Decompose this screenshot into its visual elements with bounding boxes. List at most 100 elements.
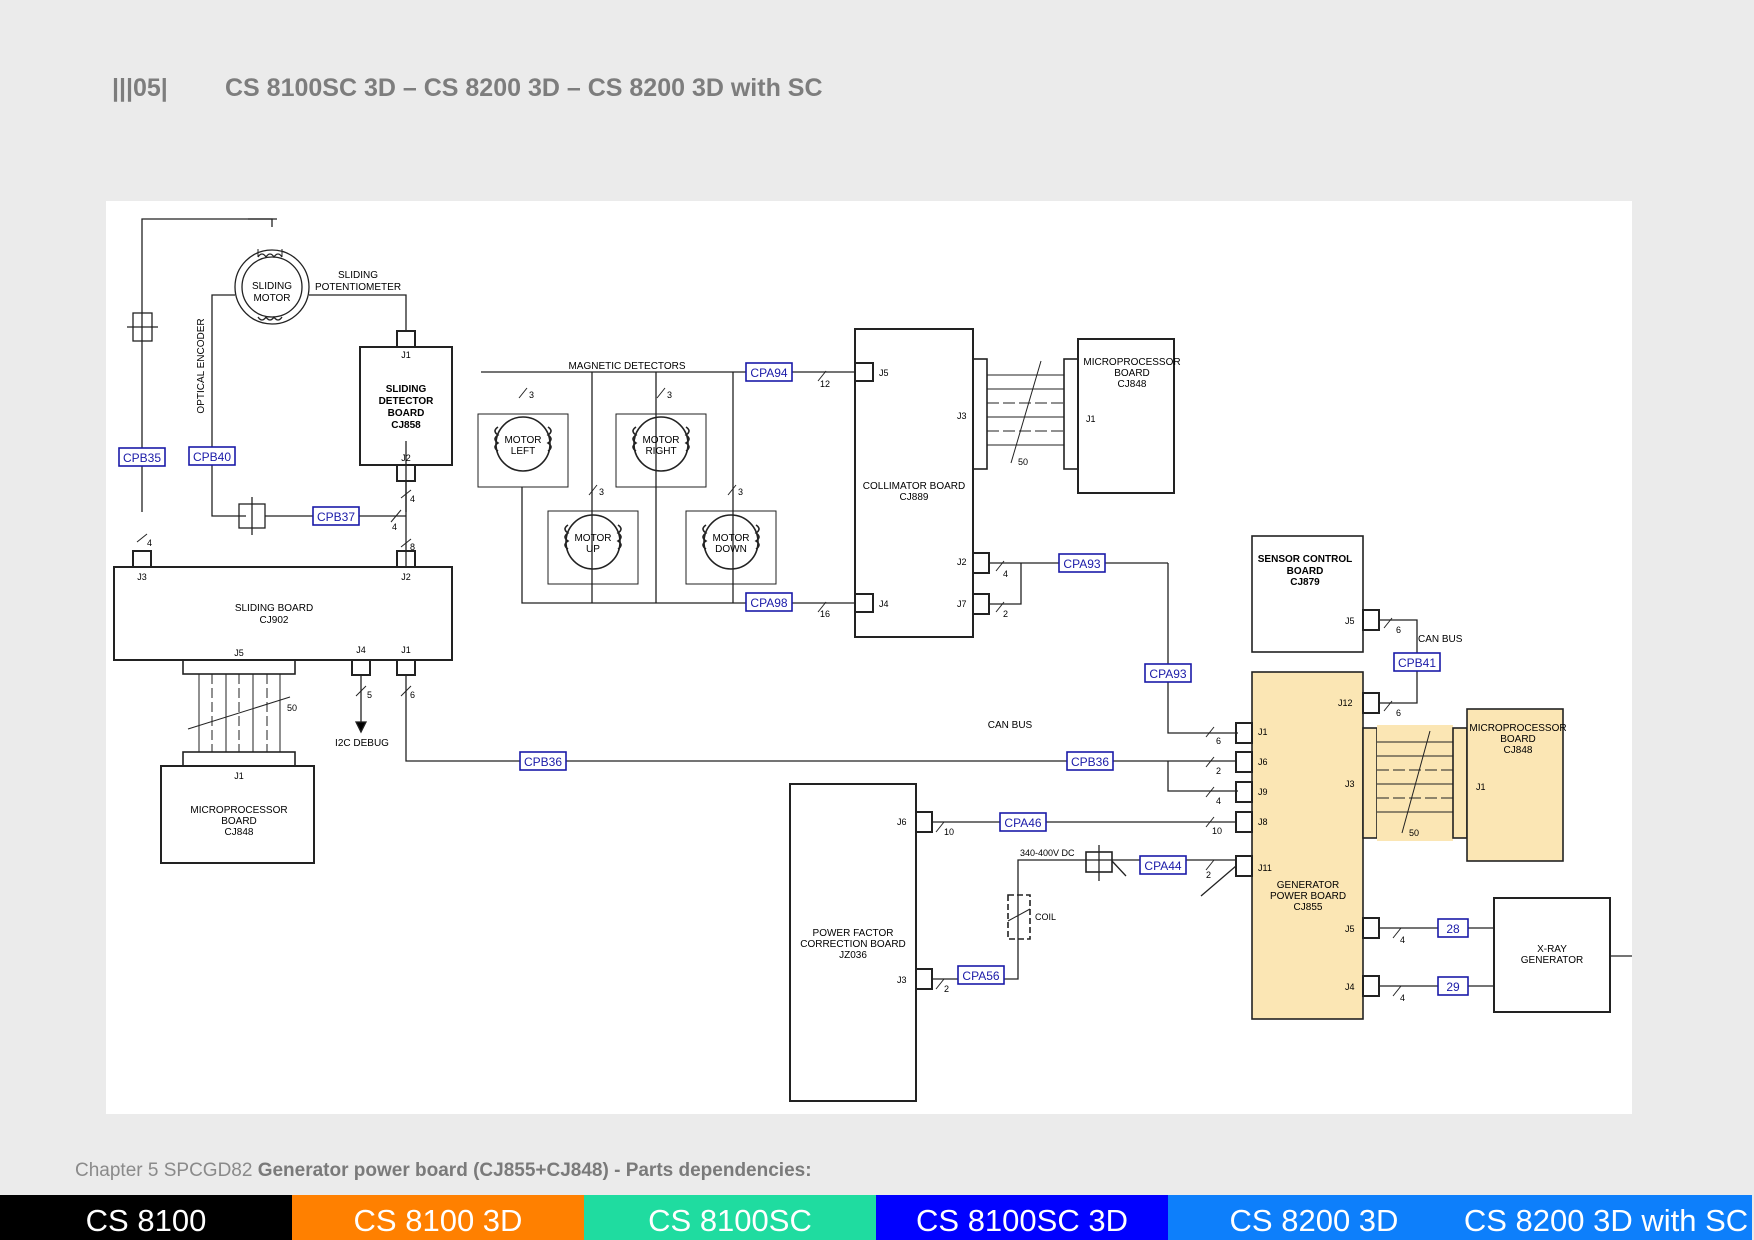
gp-j8: J8	[1258, 817, 1268, 827]
tag-29: 29	[1446, 980, 1460, 994]
caption-title: Generator power board (CJ855+CJ848) - Pa…	[257, 1160, 812, 1181]
legend-cs8200-3d: CS 8200 3D	[1168, 1195, 1460, 1240]
motor-right-l2: RIGHT	[645, 446, 676, 457]
sd-l3: BOARD	[388, 408, 425, 419]
model-legend-bar: CS 8100 CS 8100 3D CS 8100SC CS 8100SC 3…	[0, 1195, 1754, 1240]
tag-cpb37: CPB37	[317, 510, 355, 524]
xray-l1: X-RAY	[1537, 944, 1567, 955]
count-4e: 4	[1216, 796, 1221, 806]
tag-cpb36-a: CPB36	[524, 755, 562, 769]
coil	[1007, 894, 1031, 940]
mpl-l1: MICROPROCESSOR	[190, 805, 287, 816]
motor-up: MOTOR UP	[547, 510, 639, 585]
count-8: 8	[410, 542, 415, 552]
sliding-motor: SLIDING MOTOR	[141, 218, 310, 341]
gp-l3: CJ855	[1294, 902, 1323, 913]
mpt-l1: MICROPROCESSOR	[1083, 357, 1180, 368]
sb-j3: J3	[137, 572, 147, 582]
sb-j4: J4	[356, 645, 366, 655]
sliding-potentiometer-l2: POTENTIOMETER	[315, 282, 401, 293]
tag-cpa56: CPA56	[962, 969, 999, 983]
legend-cs8100sc-3d: CS 8100SC 3D	[876, 1195, 1168, 1240]
motor-right-l1: MOTOR	[642, 435, 679, 446]
col-j7: J7	[957, 599, 967, 609]
sd-j2: J2	[401, 453, 411, 463]
pfc-j6: J6	[897, 817, 907, 827]
sliding-motor-l2: MOTOR	[253, 293, 290, 304]
motor-down-l1: MOTOR	[712, 533, 749, 544]
gp-j6: J6	[1258, 757, 1268, 767]
legend-cs8100-3d: CS 8100 3D	[292, 1195, 584, 1240]
tag-cpb36-b: CPB36	[1071, 755, 1109, 769]
mpl-l3: CJ848	[225, 827, 254, 838]
count-10b: 10	[944, 827, 954, 837]
figure-caption: Chapter 5 SPCGD82 Generator power board …	[75, 1160, 812, 1182]
magnetic-detectors-label: MAGNETIC DETECTORS	[568, 361, 685, 372]
count-12: 12	[820, 379, 830, 389]
microprocessor-board-top	[1077, 338, 1175, 494]
legend-cs8100: CS 8100	[0, 1195, 292, 1240]
header-divider: |	[160, 74, 168, 102]
mpl-l2: BOARD	[221, 816, 257, 827]
mpr-l2: BOARD	[1500, 734, 1536, 745]
sensor-control-board	[1251, 535, 1364, 653]
col-j2: J2	[957, 557, 967, 567]
legend-cs8100sc: CS 8100SC	[584, 1195, 876, 1240]
tag-cpa93-a: CPA93	[1063, 557, 1100, 571]
sb-l1: SLIDING BOARD	[235, 603, 313, 614]
count-5: 5	[367, 690, 372, 700]
mpr-j1: J1	[1476, 782, 1486, 792]
pfc-l1: POWER FACTOR	[813, 928, 894, 939]
pfc-j3: J3	[897, 975, 907, 985]
col-j3: J3	[957, 411, 967, 421]
sliding-potentiometer-l1: SLIDING	[338, 270, 378, 281]
generator-power-board	[1251, 671, 1364, 1020]
count-2c: 2	[1206, 870, 1211, 880]
mpr-l3: CJ848	[1504, 745, 1533, 756]
count-2d: 2	[944, 984, 949, 994]
mpt-j1: J1	[1086, 414, 1096, 424]
gp-j11: J11	[1258, 863, 1272, 873]
count-50b: 50	[1018, 457, 1028, 467]
pfc-l2: CORRECTION BOARD	[800, 939, 906, 950]
motor-left-l1: MOTOR	[504, 435, 541, 446]
col-l1: COLLIMATOR BOARD	[863, 481, 965, 492]
tag-cpb41: CPB41	[1398, 656, 1436, 670]
optical-encoder-label: OPTICAL ENCODER	[196, 318, 207, 413]
mpt-l2: BOARD	[1114, 368, 1150, 379]
microprocessor-board-right	[1466, 708, 1564, 862]
count-3c: 3	[599, 487, 604, 497]
header-prefix: |||	[112, 74, 133, 102]
sd-l2: DETECTOR	[379, 396, 435, 407]
motor-right: MOTOR RIGHT	[615, 413, 707, 488]
motor-down: MOTOR DOWN	[685, 510, 777, 585]
tag-cpb40: CPB40	[193, 450, 231, 464]
sd-j1: J1	[401, 350, 411, 360]
collimator-board	[854, 328, 974, 638]
sb-j2: J2	[401, 572, 411, 582]
ribbon-cable-right	[1377, 730, 1453, 834]
count-50c: 50	[1409, 828, 1419, 838]
microprocessor-board-left	[160, 765, 315, 864]
gp-j12: J12	[1338, 698, 1353, 708]
sc-l1: SENSOR CONTROL	[1258, 554, 1352, 565]
count-2a: 2	[1003, 609, 1008, 619]
i2c-debug-label: I2C DEBUG	[335, 738, 389, 749]
count-10a: 10	[1212, 826, 1222, 836]
tag-cpa93-b: CPA93	[1149, 667, 1186, 681]
count-4f: 4	[1400, 935, 1405, 945]
count-4b: 4	[410, 494, 415, 504]
can-bus-label-right: CAN BUS	[1418, 634, 1463, 645]
count-6a: 6	[410, 690, 415, 700]
count-3d: 3	[738, 487, 743, 497]
xray-generator	[1493, 897, 1611, 1013]
gp-j9: J9	[1258, 787, 1268, 797]
sc-j5: J5	[1345, 616, 1355, 626]
tag-cpa98: CPA98	[750, 596, 787, 610]
motor-up-l2: UP	[586, 544, 600, 555]
ribbon-cable-left	[187, 674, 291, 752]
col-l2: CJ889	[900, 492, 929, 503]
tag-cpa94: CPA94	[750, 366, 787, 380]
sb-j5: J5	[234, 648, 244, 658]
gp-j3: J3	[1345, 779, 1355, 789]
